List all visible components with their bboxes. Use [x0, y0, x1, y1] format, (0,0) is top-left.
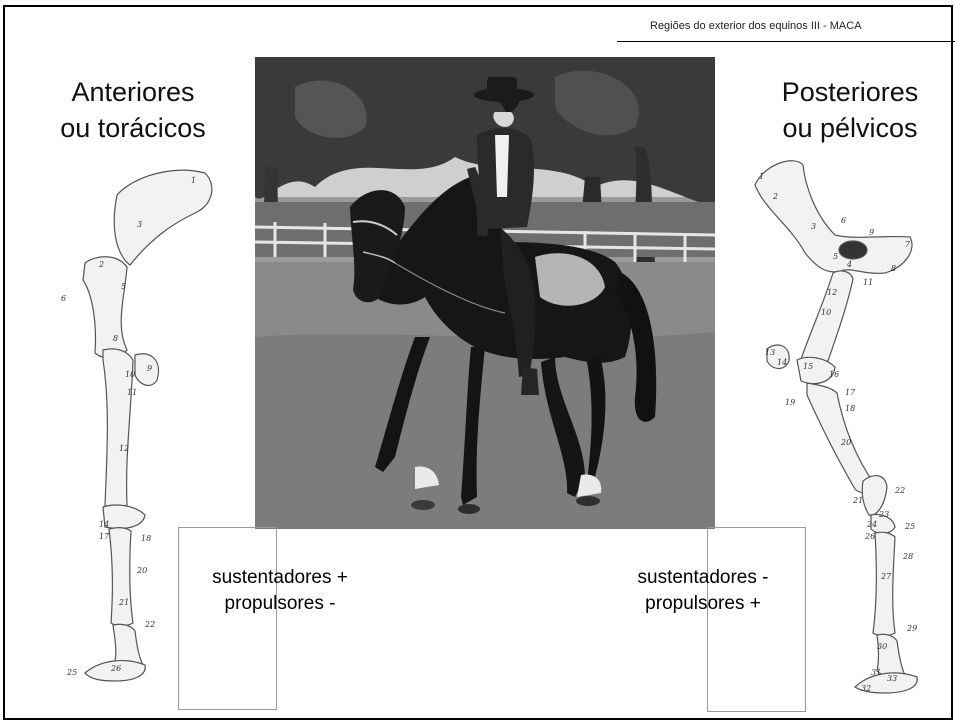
foreleg-label-2: 2 [98, 260, 104, 269]
hindleg-label-2: 2 [772, 192, 778, 201]
heading-forelimbs-line2: ou torácicos [60, 113, 206, 143]
hindleg-label-16: 16 [829, 370, 839, 379]
hindleg-label-12: 12 [827, 288, 837, 297]
foreleg-label-21: 21 [118, 598, 129, 607]
hindleg-label-11: 11 [863, 278, 873, 287]
hindleg-label-21: 21 [852, 496, 863, 505]
hindleg-label-24: 24 [866, 520, 877, 529]
foreleg-label-3: 3 [137, 220, 142, 229]
foreleg-label-9: 9 [147, 364, 152, 373]
hindleg-label-26: 26 [864, 532, 875, 541]
hindleg-label-33: 33 [887, 674, 897, 683]
hindleg-label-27: 27 [880, 572, 892, 581]
heading-hindlimbs-line2: ou pélvicos [782, 113, 918, 143]
foreleg-label-10: 10 [125, 370, 135, 379]
hindleg-label-9: 9 [869, 228, 874, 237]
hindleg-label-4: 4 [846, 260, 852, 269]
foreleg-label-5: 5 [121, 282, 126, 291]
hindleg-label-13: 13 [765, 348, 775, 357]
foreleg-label-1: 1 [191, 176, 196, 185]
caption-forelimbs: sustentadores + propulsores - [185, 565, 375, 617]
hindleg-label-18: 18 [845, 404, 855, 413]
hindleg-label-25: 25 [904, 522, 915, 531]
hindleg-label-20: 20 [840, 438, 851, 447]
foreleg-label-6: 6 [61, 294, 66, 303]
hindleg-label-22: 22 [894, 486, 905, 495]
hindleg-skeleton-illustration: 1 2 3 4 5 6 7 8 9 10 11 12 13 14 15 16 1… [754, 160, 918, 694]
hindleg-label-3: 3 [811, 222, 816, 231]
hindleg-label-1: 1 [759, 172, 764, 181]
foreleg-label-26: 26 [110, 664, 121, 673]
foreleg-label-8: 8 [113, 334, 118, 343]
caption-box-left [178, 527, 277, 710]
hindleg-label-5: 5 [833, 252, 838, 261]
caption-box-right [707, 527, 806, 712]
caption-hindlimbs-line1: sustentadores - [637, 567, 769, 588]
foreleg-label-20: 20 [136, 566, 147, 575]
hindleg-label-8: 8 [891, 264, 896, 273]
hindleg-label-31: 31 [871, 668, 881, 677]
heading-hindlimbs-line1: Posteriores [781, 77, 919, 107]
hindleg-label-19: 19 [785, 398, 795, 407]
caption-forelimbs-line1: sustentadores + [212, 567, 348, 588]
hindleg-label-14: 14 [777, 358, 787, 367]
foreleg-label-18: 18 [141, 534, 151, 543]
foreleg-label-25: 25 [66, 668, 77, 677]
hindleg-label-6: 6 [841, 216, 846, 225]
foreleg-label-22: 22 [144, 620, 155, 629]
hindleg-label-30: 30 [877, 642, 887, 651]
hindleg-label-32: 32 [861, 684, 871, 693]
hindleg-label-23: 23 [878, 510, 889, 519]
heading-forelimbs: Anteriores ou torácicos [48, 74, 218, 146]
foreleg-label-14: 14 [99, 520, 109, 529]
hindleg-label-28: 28 [902, 552, 913, 561]
foreleg-label-11: 11 [127, 388, 137, 397]
hindleg-label-7: 7 [905, 240, 911, 249]
hindleg-label-15: 15 [803, 362, 813, 371]
caption-hindlimbs-line2: propulsores + [645, 593, 761, 614]
hindleg-label-17: 17 [845, 388, 856, 397]
slide-frame [3, 5, 953, 720]
header-title: Regiões do exterior dos equinos III - MA… [650, 20, 862, 32]
horse-and-rider-photo [255, 57, 715, 529]
heading-forelimbs-line1: Anteriores [71, 77, 195, 107]
caption-hindlimbs: sustentadores - propulsores + [608, 565, 798, 617]
caption-forelimbs-line2: propulsores - [224, 593, 336, 614]
foreleg-label-17: 17 [99, 532, 110, 541]
hindleg-label-10: 10 [821, 308, 831, 317]
heading-hindlimbs: Posteriores ou pélvicos [772, 74, 928, 146]
foreleg-label-12: 12 [119, 444, 129, 453]
header-rule [617, 41, 955, 42]
foreleg-skeleton-illustration: 1 2 3 5 6 8 9 10 11 12 14 17 18 20 21 22… [61, 169, 213, 682]
hindleg-label-29: 29 [906, 624, 917, 633]
